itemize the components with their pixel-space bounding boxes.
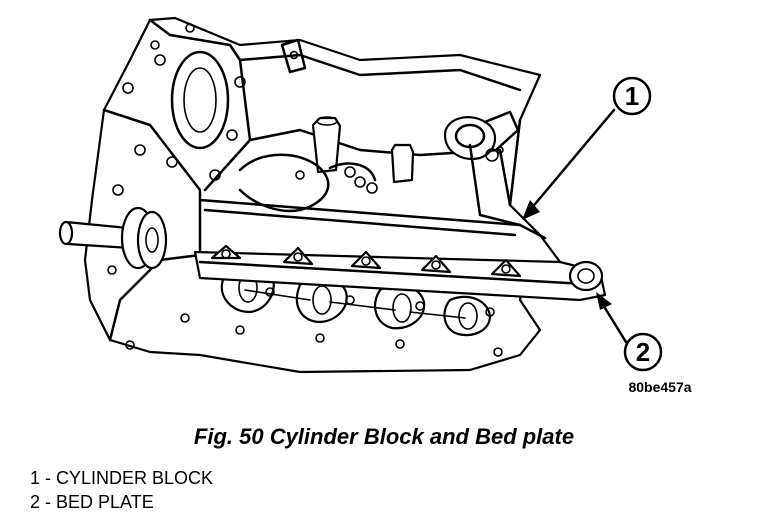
engine-block-illustration: 1 2 80be457a (58, 16, 692, 395)
figure-reference-code: 80be457a (628, 379, 691, 395)
legend-item-cylinder-block: 1 - CYLINDER BLOCK (30, 468, 214, 488)
callout-2-arrowhead (596, 292, 612, 310)
callout-2-label: 2 (636, 337, 650, 367)
callout-1-arrowhead (522, 200, 540, 220)
bed-plate (125, 244, 607, 357)
callout-2: 2 (596, 292, 663, 372)
callout-2-circle (623, 332, 663, 372)
callout-1-circle (612, 76, 652, 116)
legend: 1 - CYLINDER BLOCK 2 - BED PLATE (30, 466, 213, 514)
figure-caption: Fig. 50 Cylinder Block and Bed plate (193, 424, 575, 449)
callout-1-label: 1 (625, 81, 639, 111)
callout-1: 1 (522, 76, 652, 220)
callout-1-leader (528, 108, 616, 212)
legend-item-bed-plate: 2 - BED PLATE (30, 492, 154, 512)
